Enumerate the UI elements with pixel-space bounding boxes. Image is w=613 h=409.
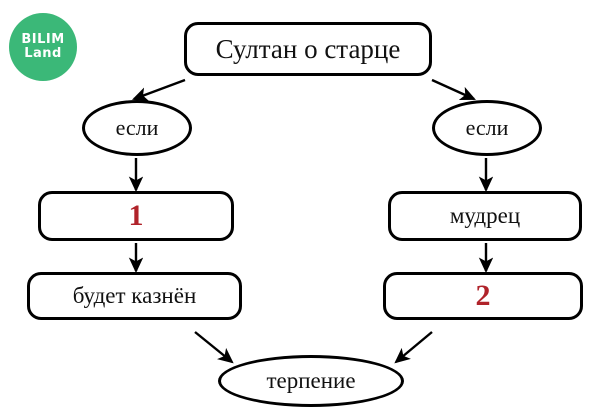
edge-executed-to-patience (194, 331, 234, 364)
node-if-left: если (82, 100, 192, 156)
edge-title-to-if-left (131, 78, 186, 102)
edge-title-to-if-right (431, 78, 476, 101)
node-sage: мудрец (388, 191, 582, 241)
bilim-land-logo: BILIM Land (9, 13, 77, 81)
edge-two-to-patience (394, 331, 433, 364)
logo-line-2: Land (24, 46, 62, 61)
node-will-be-executed: будет казнён (27, 272, 242, 320)
node-blank-two: 2 (383, 272, 583, 320)
logo-line-1: BILIM (21, 32, 65, 48)
node-blank-one: 1 (38, 191, 234, 241)
node-patience: терпение (218, 355, 404, 407)
node-if-right: если (432, 100, 542, 156)
node-title: Султан о старце (184, 22, 432, 76)
